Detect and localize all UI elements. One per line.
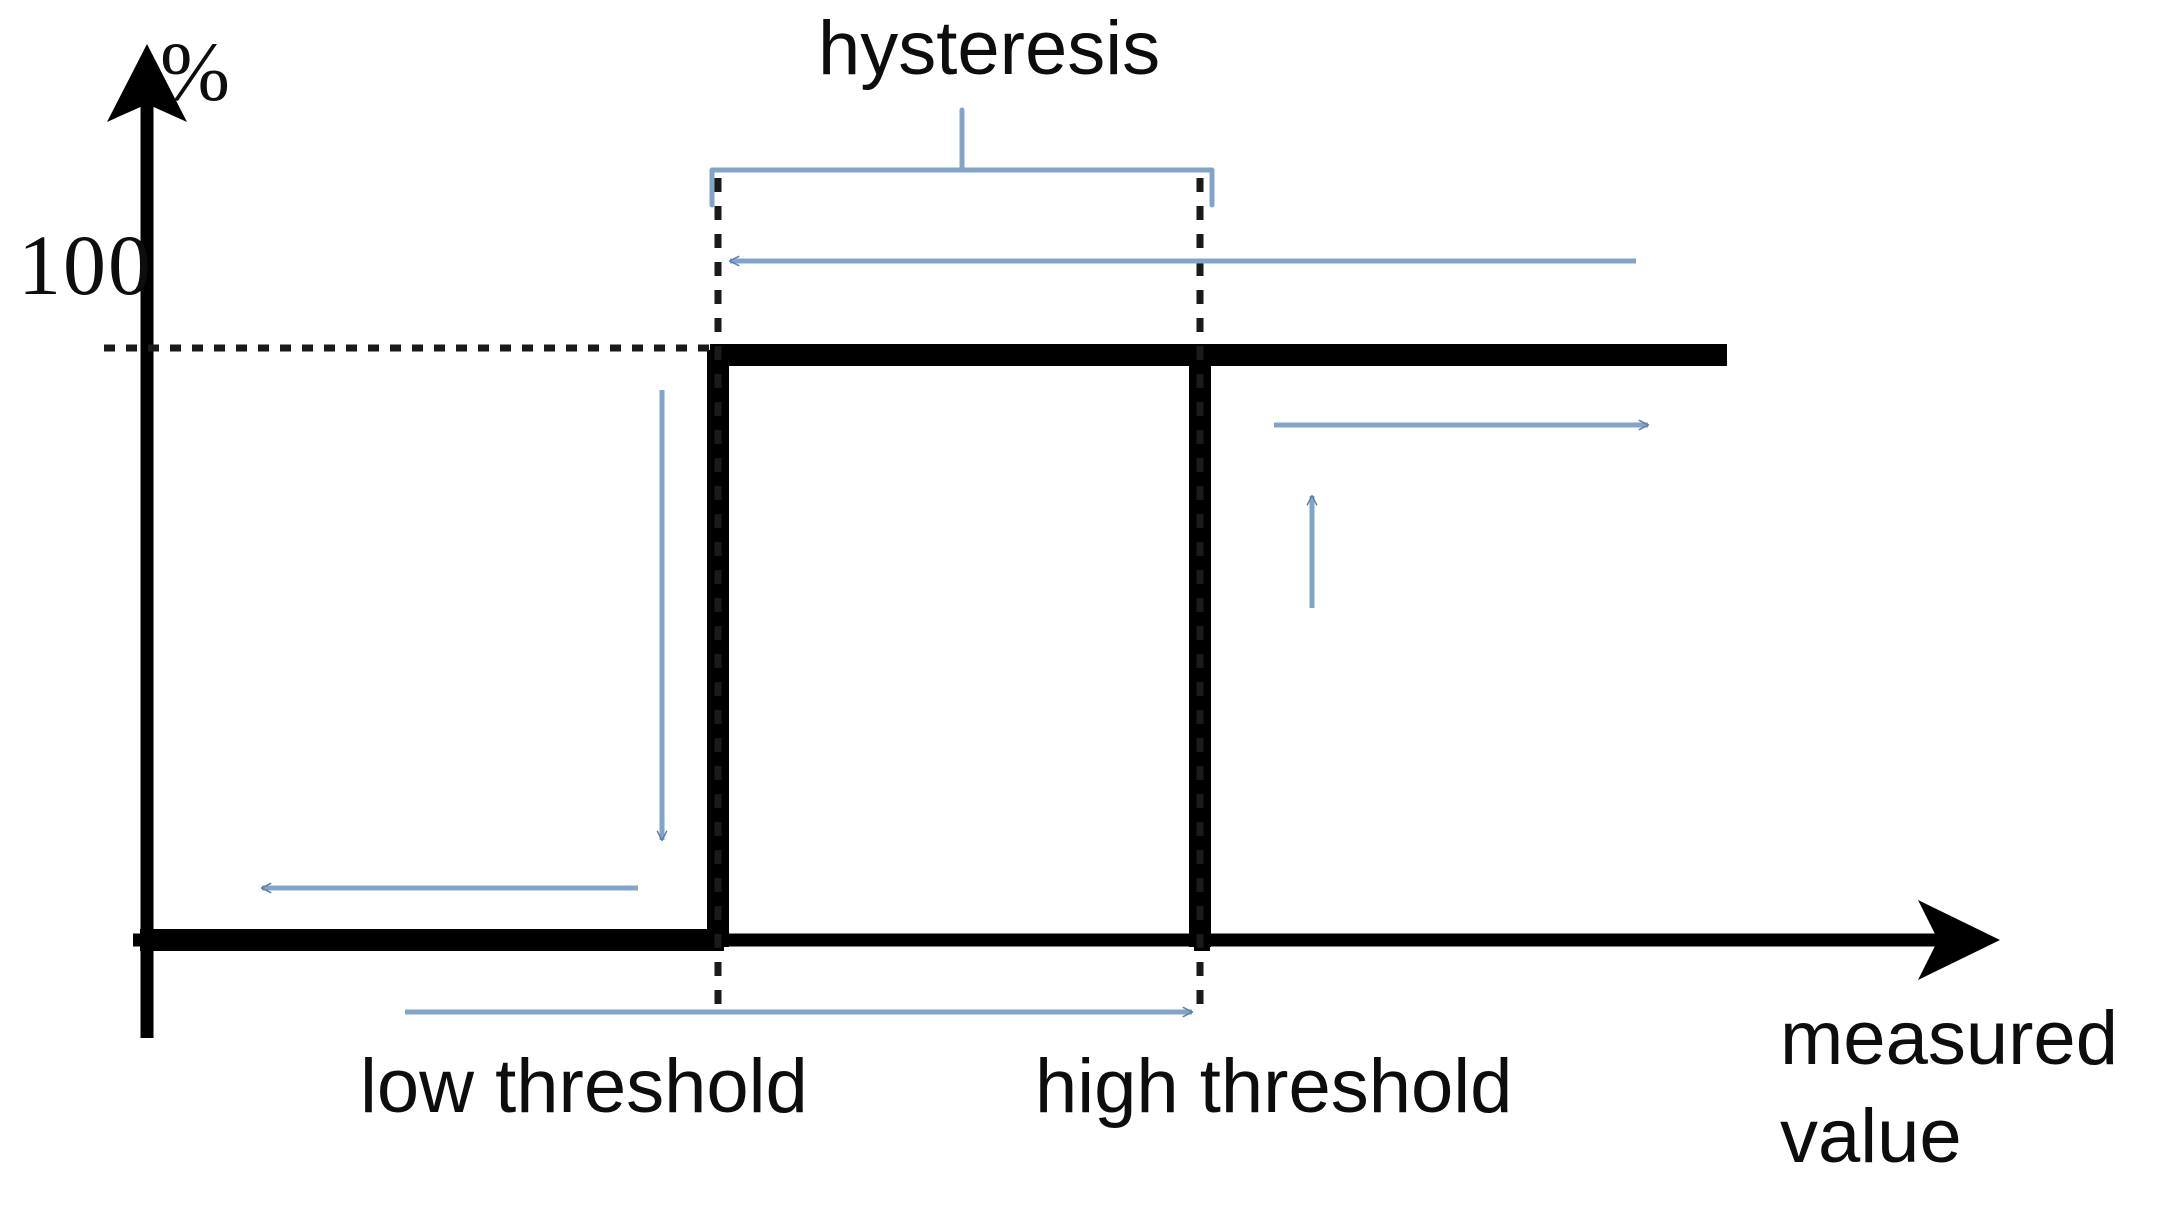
hysteresis-bracket	[709, 107, 1215, 208]
direction-arrows	[260, 255, 1650, 1018]
x-axis-arrowhead	[1918, 900, 2000, 980]
x-axis-label-line1: measured	[1780, 996, 2118, 1081]
y-axis-unit-label: %	[160, 26, 230, 119]
hysteresis-label: hysteresis	[818, 6, 1161, 91]
low-threshold-label: low threshold	[360, 1044, 808, 1129]
dashed-guides	[104, 178, 1204, 1012]
high-threshold-label: high threshold	[1035, 1044, 1513, 1129]
x-axis-label-line2: value	[1780, 1094, 1962, 1179]
hysteresis-curve	[140, 344, 1727, 951]
bracket-path	[709, 167, 1215, 208]
y-axis-tick-label-100: 100	[18, 217, 153, 313]
y-axis-arrowhead	[107, 44, 187, 122]
